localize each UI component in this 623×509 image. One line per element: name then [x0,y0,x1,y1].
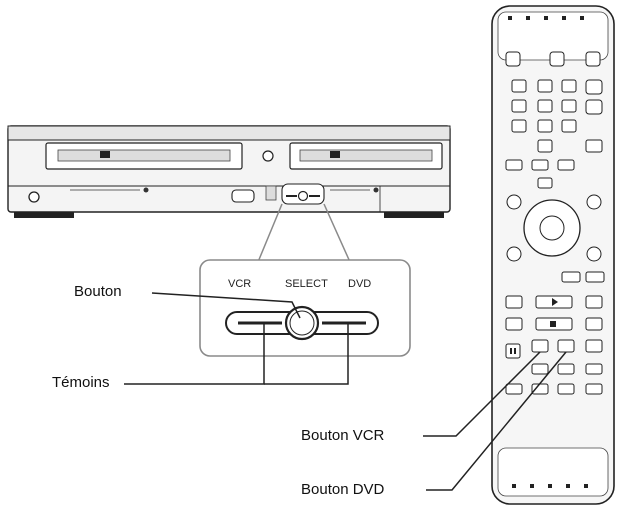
vcr-button-icon [531,339,549,353]
select-button-icon [284,305,320,341]
vcr-dvd-recorder [7,125,451,218]
eject-icon [585,51,601,67]
callout-dvd-button: Bouton DVD [301,481,385,498]
vhs-logo [100,151,110,158]
dvd-logo [330,151,340,158]
zoom-label-select: SELECT [285,278,328,290]
remote-control [491,5,615,505]
leader-lines [124,292,567,491]
zoom-label-dvd: DVD [348,278,371,290]
zoom-label-vcr: VCR [228,278,251,290]
stop-icon [550,321,556,327]
callout-leds: Témoins [52,374,110,391]
play-icon [552,298,558,306]
dvd-button-icon [557,339,575,353]
eject-icon [262,150,274,162]
select-zoom-panel: VCR SELECT DVD [199,259,411,357]
power-button-icon [28,191,40,203]
callout-vcr-button: Bouton VCR [301,427,385,444]
zoom-connector [257,203,351,263]
callout-button: Bouton [74,283,122,300]
